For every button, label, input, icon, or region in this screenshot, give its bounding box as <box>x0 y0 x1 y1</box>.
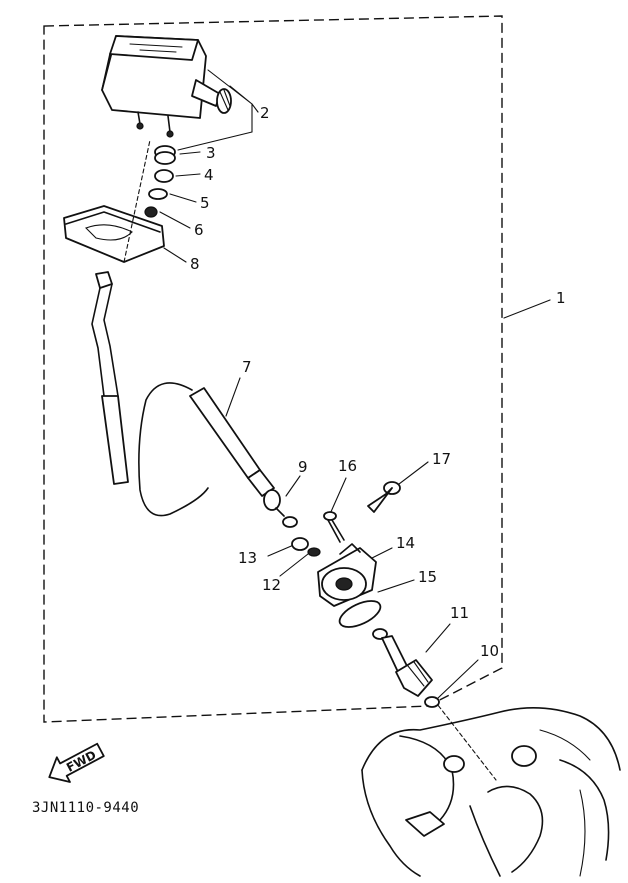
part-label-4: 4 <box>204 166 214 184</box>
ring-part-9 <box>282 516 298 528</box>
part-label-14: 14 <box>396 534 415 552</box>
part-label-7: 7 <box>242 358 252 376</box>
part-label-5: 5 <box>200 194 210 212</box>
grommet-part-3 <box>154 145 176 165</box>
part-label-9: 9 <box>298 458 308 476</box>
part-label-2: 2 <box>260 104 270 122</box>
washer-part-13 <box>291 537 309 551</box>
washer-part-10 <box>424 696 440 708</box>
wheel-hub-outline <box>361 707 621 877</box>
part-label-15: 15 <box>418 568 437 586</box>
speedometer-cable-upper <box>91 271 129 485</box>
diagram-code: 3JN1110-9440 <box>32 800 139 816</box>
part-label-1: 1 <box>556 289 566 307</box>
screw-part-16 <box>323 511 345 543</box>
nut-part-6 <box>144 206 158 218</box>
fwd-direction-arrow: FWD <box>48 742 105 783</box>
speedometer-cable-loop <box>138 382 209 517</box>
part-label-17: 17 <box>432 450 451 468</box>
part-label-12: 12 <box>262 576 281 594</box>
part-label-6: 6 <box>194 221 204 239</box>
part-label-13: 13 <box>238 549 257 567</box>
gear-housing-part-14 <box>317 543 377 607</box>
drive-gear-part-11 <box>372 628 433 697</box>
part-label-3: 3 <box>206 144 216 162</box>
part-labels: 1 2 3 4 5 6 7 8 9 10 11 12 13 14 15 16 1… <box>190 104 566 660</box>
collar-part-4 <box>154 169 174 183</box>
bracket-part-8 <box>63 205 165 263</box>
part-label-10: 10 <box>480 642 499 660</box>
screw-part-17 <box>367 481 401 513</box>
part-label-11: 11 <box>450 604 469 622</box>
assembly-boundary <box>43 15 503 723</box>
washer-part-12 <box>307 547 321 557</box>
o-ring-part-15 <box>338 600 382 628</box>
speedometer-assembly <box>101 35 232 138</box>
washer-part-5 <box>148 188 168 200</box>
part-label-16: 16 <box>338 457 357 475</box>
cable-part-7 <box>189 387 285 517</box>
leader-lines <box>123 69 551 781</box>
part-label-8: 8 <box>190 255 200 273</box>
